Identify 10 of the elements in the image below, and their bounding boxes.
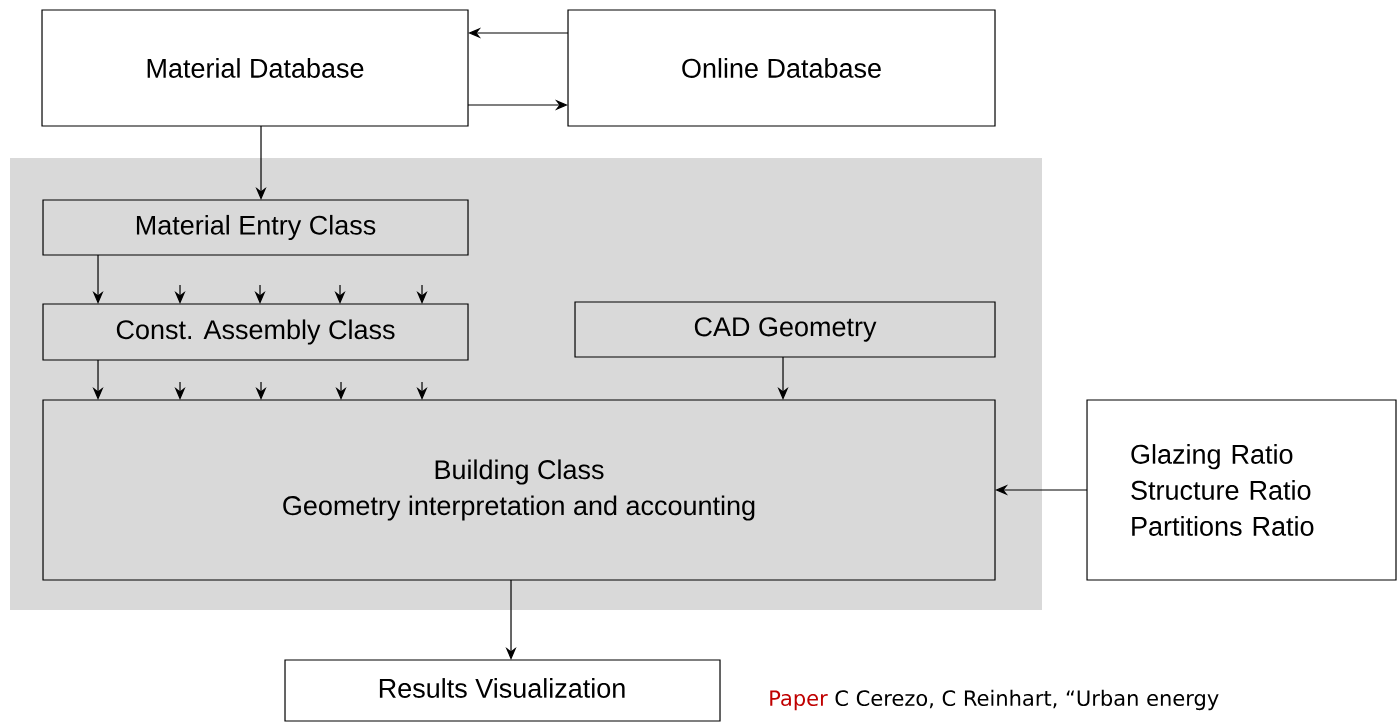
output-box: Results Visualization — [284, 659, 721, 722]
class-box: Building Class Geometry interpretation and accounting — [42, 399, 996, 581]
panel-background — [10, 158, 1042, 610]
parameter-box: Glazing Ratio Structure Ratio Partitions Ratio — [1086, 399, 1397, 581]
database-box: Material Database — [41, 9, 469, 127]
class-box: Const. Assembly Class — [42, 303, 469, 361]
database-box: Online Database — [567, 9, 996, 127]
class-box: Material Entry Class — [42, 199, 469, 256]
geometry-box: CAD Geometry — [574, 301, 996, 358]
citation-text: Paper C Cerezo, C Reinhart, “Urban energy — [770, 689, 1219, 711]
